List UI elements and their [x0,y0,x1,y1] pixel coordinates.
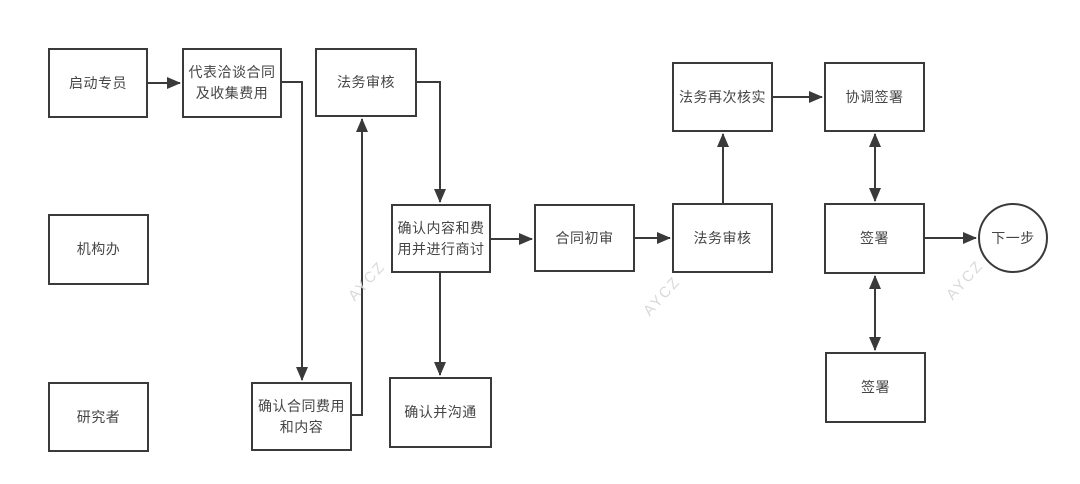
node-label: 确认并沟通 [404,404,477,420]
node-label: 机构办 [76,241,121,257]
node-label: 签署 [861,379,890,395]
node-label: 法务审核 [693,229,752,246]
node-label: 代表洽谈合同 及收集费用 [188,64,276,101]
edges-group [148,77,977,416]
node-signing-1: 签署 [824,203,925,274]
node-legal-review-2: 法务审核 [672,203,773,273]
node-legal-recheck: 法务再次核实 [672,62,773,132]
node-label: 法务审核 [337,74,395,90]
node-label: 确认内容和费 用并进行商讨 [397,219,485,257]
edge-rep-to-confirm-fee [282,81,308,381]
node-label: 确认合同费用 和内容 [258,397,345,435]
edge-legal1-to-confirm-content [417,81,446,203]
node-next-step: 下一步 [978,203,1048,273]
node-confirm-communicate: 确认并沟通 [389,377,492,448]
node-label: 法务再次核实 [679,88,766,105]
node-label: 研究者 [76,408,121,425]
node-signing-2: 签署 [825,352,926,423]
edge-confirm-fee-to-legal1 [352,118,368,416]
node-label: 合同初审 [555,229,614,246]
node-confirm-content-discuss: 确认内容和费 用并进行商讨 [391,204,491,273]
node-label: 签署 [860,230,889,246]
node-label: 下一步 [991,229,1035,246]
node-rep-negotiate-contract: 代表洽谈合同 及收集费用 [182,48,282,118]
node-label: 协调签署 [845,88,904,105]
node-legal-review-1: 法务审核 [315,48,417,117]
node-institution-office: 机构办 [48,214,149,285]
node-contract-initial-review: 合同初审 [534,204,635,272]
node-confirm-contract-fee: 确认合同费用 和内容 [251,382,352,451]
node-researcher: 研究者 [48,382,149,452]
node-start-specialist: 启动专员 [48,48,148,118]
node-coordinate-signing: 协调签署 [824,62,925,132]
node-label: 启动专员 [69,74,127,91]
